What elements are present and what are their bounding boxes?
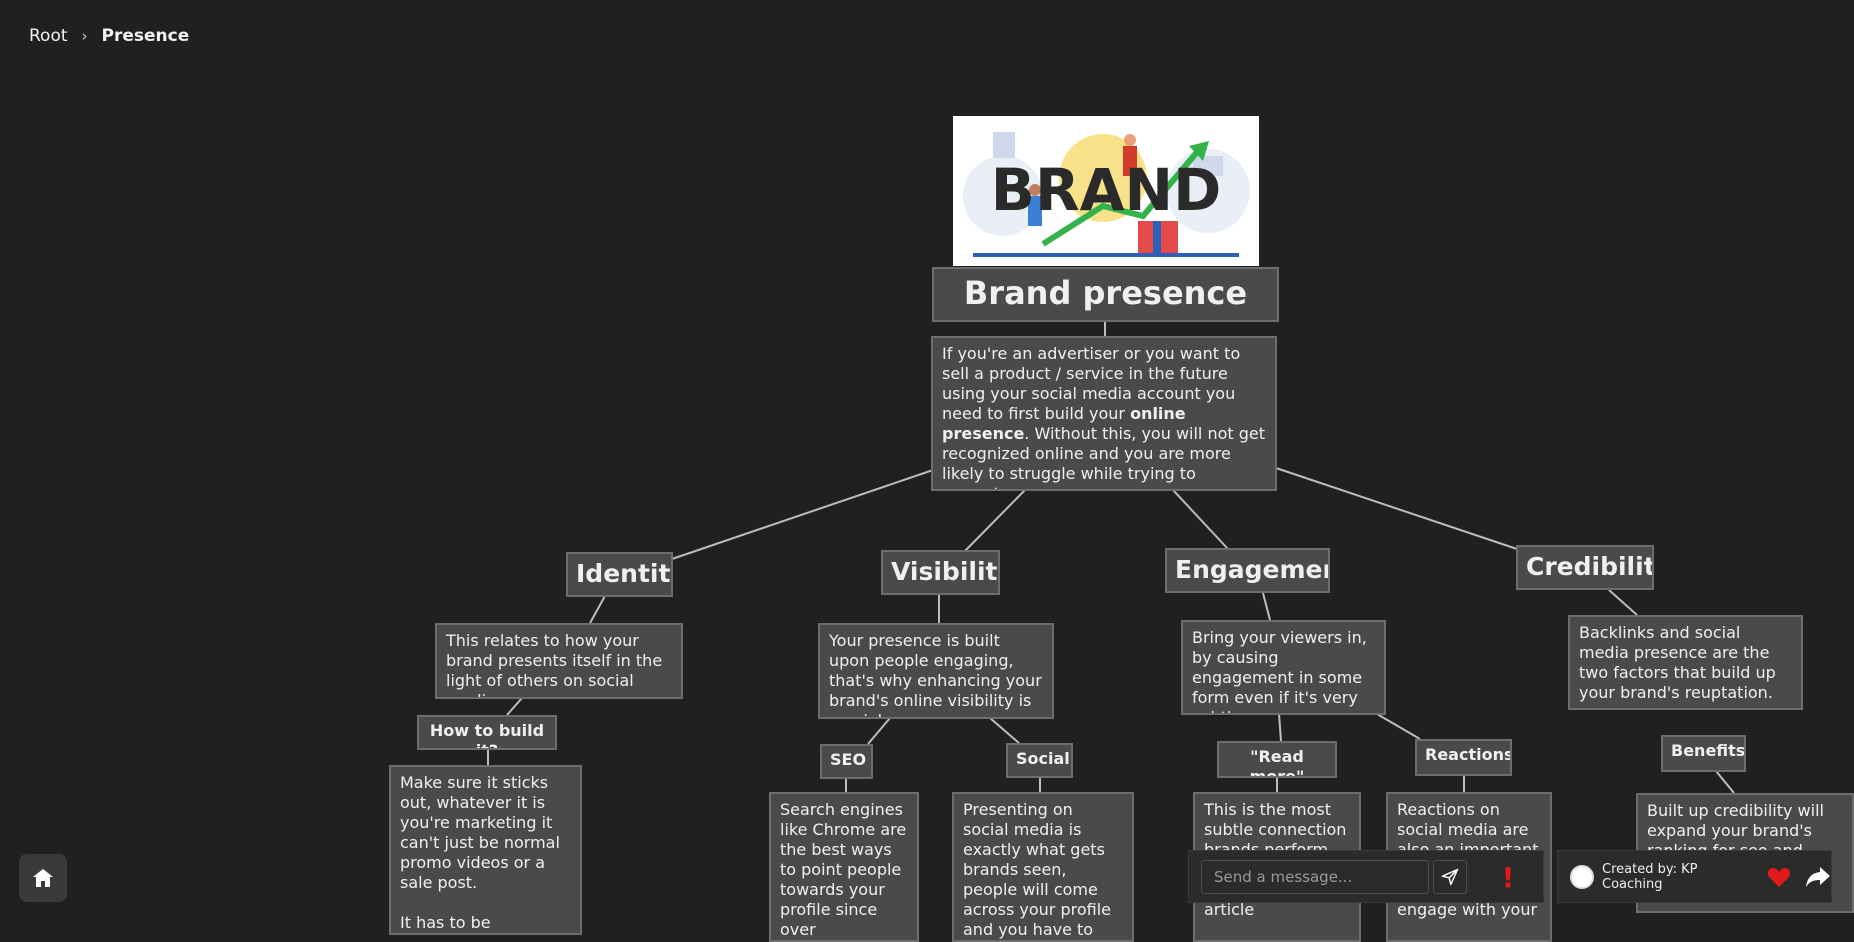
connector-line (867, 717, 891, 745)
connector-line (989, 717, 1020, 744)
engagement-title-text: Engagement (1175, 555, 1328, 584)
credibility-node-description[interactable]: Backlinks and social media presence are … (1568, 615, 1803, 710)
identity-node-description[interactable]: This relates to how your brand presents … (435, 623, 683, 699)
creator-label: Created by: KP Coaching (1602, 861, 1698, 892)
breadcrumb-root-link[interactable]: Root (29, 26, 68, 46)
engagement-node-title[interactable]: Engagement (1165, 548, 1330, 593)
visibility-title-text: Visibility (891, 557, 998, 586)
benefits-node-title[interactable]: Benefits (1661, 735, 1746, 772)
benefits-title-text: Benefits (1671, 741, 1746, 760)
identity-how-node-title[interactable]: How to build it? (417, 715, 557, 750)
visibility-node-description[interactable]: Your presence is built upon people engag… (818, 623, 1054, 719)
share-button[interactable] (1805, 866, 1831, 888)
root-desc-bold: online presence (942, 404, 1186, 443)
social-desc-text: Presenting on social media is exactly wh… (963, 800, 1111, 939)
like-button[interactable] (1767, 866, 1791, 888)
message-input[interactable] (1201, 860, 1429, 894)
reactions-node-title[interactable]: Reactions (1415, 739, 1512, 776)
home-icon (33, 869, 53, 887)
connector-line (1376, 713, 1421, 740)
credibility-title-text: Credibility (1526, 552, 1652, 581)
read-more-node-title[interactable]: "Read more" (1217, 741, 1337, 778)
credibility-desc-text: Backlinks and social media presence are … (1579, 623, 1776, 702)
root-node-title[interactable]: Brand presence on sm (932, 267, 1279, 322)
connector-line (589, 595, 606, 624)
alert-icon: ! (1501, 860, 1515, 894)
connector-line (1262, 592, 1271, 621)
send-icon (1441, 868, 1459, 886)
breadcrumb-current: Presence (101, 26, 190, 46)
read-more-title-text: "Read more" (1249, 747, 1305, 778)
seo-node-description[interactable]: Search engines like Chrome are the best … (769, 792, 919, 942)
root-node-description[interactable]: If you're an advertiser or you want to s… (931, 336, 1277, 491)
creator-badge: Created by: KP Coaching (1557, 850, 1832, 903)
connector-line (964, 489, 1026, 552)
home-button[interactable] (19, 854, 67, 902)
engagement-desc-text: Bring your viewers in, by causing engage… (1192, 628, 1367, 713)
brand-word: BRAND (991, 156, 1221, 224)
chat-bar: ! (1188, 850, 1544, 903)
seo-node-title[interactable]: SEO (820, 744, 873, 779)
identity-how-title-text: How to build it? (429, 721, 545, 748)
brand-illustration: BRAND (953, 116, 1259, 266)
reactions-title-text: Reactions (1425, 745, 1512, 764)
visibility-node-title[interactable]: Visibility (881, 550, 1000, 595)
identity-how-node-description[interactable]: Make sure it sticks out, whatever it is … (389, 765, 582, 935)
breadcrumb-separator: › (81, 27, 88, 45)
seo-title-text: SEO (830, 750, 867, 769)
identity-desc-text: This relates to how your brand presents … (446, 631, 663, 697)
credibility-node-title[interactable]: Credibility (1516, 545, 1654, 590)
visibility-desc-text: Your presence is built upon people engag… (829, 631, 1042, 717)
identity-node-title[interactable]: Identity (566, 552, 673, 597)
engagement-node-description[interactable]: Bring your viewers in, by causing engage… (1181, 620, 1386, 715)
root-desc-text: If you're an advertiser or you want to s… (942, 344, 1241, 423)
breadcrumb: Root › Presence (29, 26, 189, 46)
social-title-text: Social (1016, 749, 1070, 768)
send-button[interactable] (1433, 860, 1467, 894)
connector-line (1172, 489, 1229, 550)
connector-line (1608, 589, 1638, 616)
identity-how-desc-text: Make sure it sticks out, whatever it is … (400, 773, 560, 892)
root-desc-text-end: . Without this, you will not get recogni… (942, 424, 1266, 489)
connector-line (671, 469, 934, 560)
connector-lines (487, 322, 1735, 794)
creator-avatar[interactable] (1570, 864, 1594, 889)
heart-icon (1767, 867, 1791, 887)
connector-line (1275, 467, 1518, 550)
connector-line (506, 697, 523, 716)
share-icon (1806, 866, 1830, 887)
identity-how-desc-text-2: It has to be something special, somethin… (400, 913, 491, 932)
social-node-description[interactable]: Presenting on social media is exactly wh… (952, 792, 1134, 942)
connector-line (1278, 713, 1282, 742)
connector-line (1715, 770, 1735, 794)
identity-title-text: Identity (576, 559, 671, 588)
alert-button[interactable]: ! (1493, 860, 1523, 894)
social-node-title[interactable]: Social (1006, 743, 1073, 778)
root-title-text: Brand presence on sm (963, 274, 1248, 320)
seo-desc-text: Search engines like Chrome are the best … (780, 800, 907, 939)
